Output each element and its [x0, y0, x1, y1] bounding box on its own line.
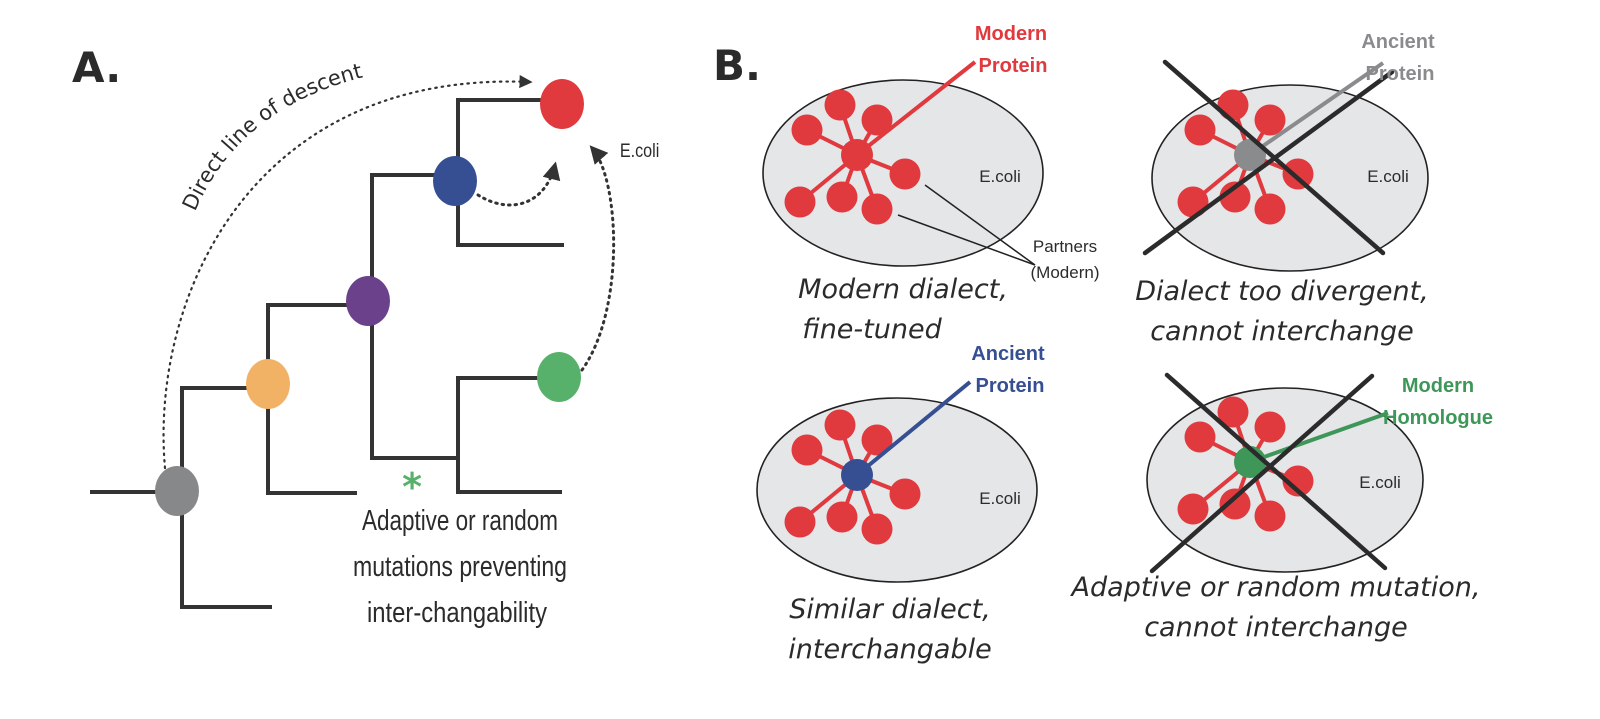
hub-protein	[841, 139, 873, 171]
partner-protein	[784, 186, 816, 218]
partners-label-line: (Modern)	[1031, 263, 1100, 282]
partner-protein	[826, 501, 858, 533]
partner-protein	[1177, 493, 1209, 525]
partner-protein	[1217, 396, 1249, 428]
partner-protein	[1254, 193, 1286, 225]
panel-a: A. Direct line of descent	[72, 43, 659, 629]
scenario-ancient-divergent	[1142, 59, 1429, 272]
callout-label: Ancient	[971, 343, 1045, 365]
partner-pointer-line	[897, 214, 1036, 266]
cross-out-line	[1142, 69, 1395, 256]
tree-branch	[370, 173, 460, 460]
partner-protein	[1254, 104, 1286, 136]
partners-label-line: Partners	[1033, 237, 1097, 256]
scenario-caption: Similar dialect,	[789, 594, 991, 625]
scenario-caption: Modern dialect,	[798, 274, 1008, 305]
hub-protein	[841, 459, 873, 491]
tree-node-ancestor-3	[346, 276, 390, 326]
partner-protein	[1184, 114, 1216, 146]
scenario-ancient-similar	[756, 380, 1038, 583]
partner-protein	[1217, 89, 1249, 121]
partner-pointer-line	[924, 184, 1036, 266]
panel-b-letter: B.	[713, 41, 761, 90]
scenario-caption: fine-tuned	[802, 314, 942, 345]
callout-line	[1249, 411, 1389, 464]
tree-branch	[180, 386, 272, 609]
partner-protein	[889, 478, 921, 510]
partner-protein	[889, 158, 921, 190]
partner-protein	[1254, 500, 1286, 532]
callout-label: Protein	[976, 375, 1045, 397]
mutation-text-line: inter-changability	[367, 597, 547, 629]
tree-node-ancestor-2	[246, 359, 290, 409]
mutation-text-line: mutations preventing	[353, 551, 567, 583]
partner-protein	[861, 513, 893, 545]
partner-protein	[1219, 488, 1251, 520]
partner-protein	[1254, 411, 1286, 443]
scenario-caption: Dialect too divergent,	[1135, 276, 1429, 307]
callout-label: Homologue	[1383, 407, 1493, 429]
scenario-caption: cannot interchange	[1144, 612, 1408, 643]
callout-label: Modern	[975, 23, 1047, 45]
scenario-modern-homologue	[1146, 372, 1424, 574]
mutation-description: Adaptive or random mutations preventing …	[353, 505, 567, 629]
callout-label: Protein	[979, 55, 1048, 77]
cross-out-line	[1164, 372, 1388, 571]
blue-to-ecoli-arrow	[476, 161, 561, 207]
green-to-ecoli-arrow	[580, 145, 616, 372]
partner-protein	[791, 434, 823, 466]
tree-node-modern-homologue	[537, 352, 581, 402]
partner-protein	[826, 181, 858, 213]
scenario-modern-protein	[762, 60, 1044, 267]
partner-protein	[1219, 181, 1251, 213]
callout-line	[1248, 61, 1385, 157]
partner-protein	[784, 506, 816, 538]
partner-protein	[1282, 465, 1314, 497]
tree-branch	[456, 98, 564, 247]
cell-label: E.coli	[1359, 473, 1401, 492]
scenario-caption: cannot interchange	[1150, 316, 1414, 347]
cell-label: E.coli	[1367, 167, 1409, 186]
mutation-asterisk-icon: *	[402, 465, 422, 509]
partner-protein	[1177, 186, 1209, 218]
partner-protein	[1282, 158, 1314, 190]
partner-protein	[824, 89, 856, 121]
tree-node-ancestor-4	[433, 156, 477, 206]
callout-line	[855, 380, 972, 477]
partner-protein	[1184, 421, 1216, 453]
callout-line	[855, 60, 977, 157]
mutation-text-line: Adaptive or random	[362, 505, 558, 537]
hub-protein	[1234, 139, 1266, 171]
tree-node-e-coli	[540, 79, 584, 129]
partner-protein	[861, 424, 893, 456]
partner-protein	[791, 114, 823, 146]
partner-protein	[824, 409, 856, 441]
direct-line-label: Direct line of descent	[178, 59, 365, 214]
direct-descent-arrow	[162, 74, 533, 470]
cell-label: E.coli	[979, 167, 1021, 186]
callout-label: Protein	[1366, 63, 1435, 85]
callout-label: Ancient	[1361, 31, 1435, 53]
tree-branch	[456, 376, 562, 494]
partners-pointer	[897, 184, 1036, 266]
partner-protein	[861, 193, 893, 225]
panel-a-letter: A.	[72, 43, 121, 92]
cell-label: E.coli	[979, 489, 1021, 508]
scenario-caption: Adaptive or random mutation,	[1070, 572, 1481, 603]
cross-out-line	[1149, 373, 1375, 574]
tree-node-root-ancestor	[155, 466, 199, 516]
partner-protein	[861, 104, 893, 136]
panel-b: B. Partners (Modern) E.coli E.coli E.col…	[713, 23, 1493, 665]
callout-label: Modern	[1402, 375, 1474, 397]
e-coli-leaf-label: E.coli	[620, 140, 659, 162]
scenario-caption: interchangable	[788, 634, 991, 665]
